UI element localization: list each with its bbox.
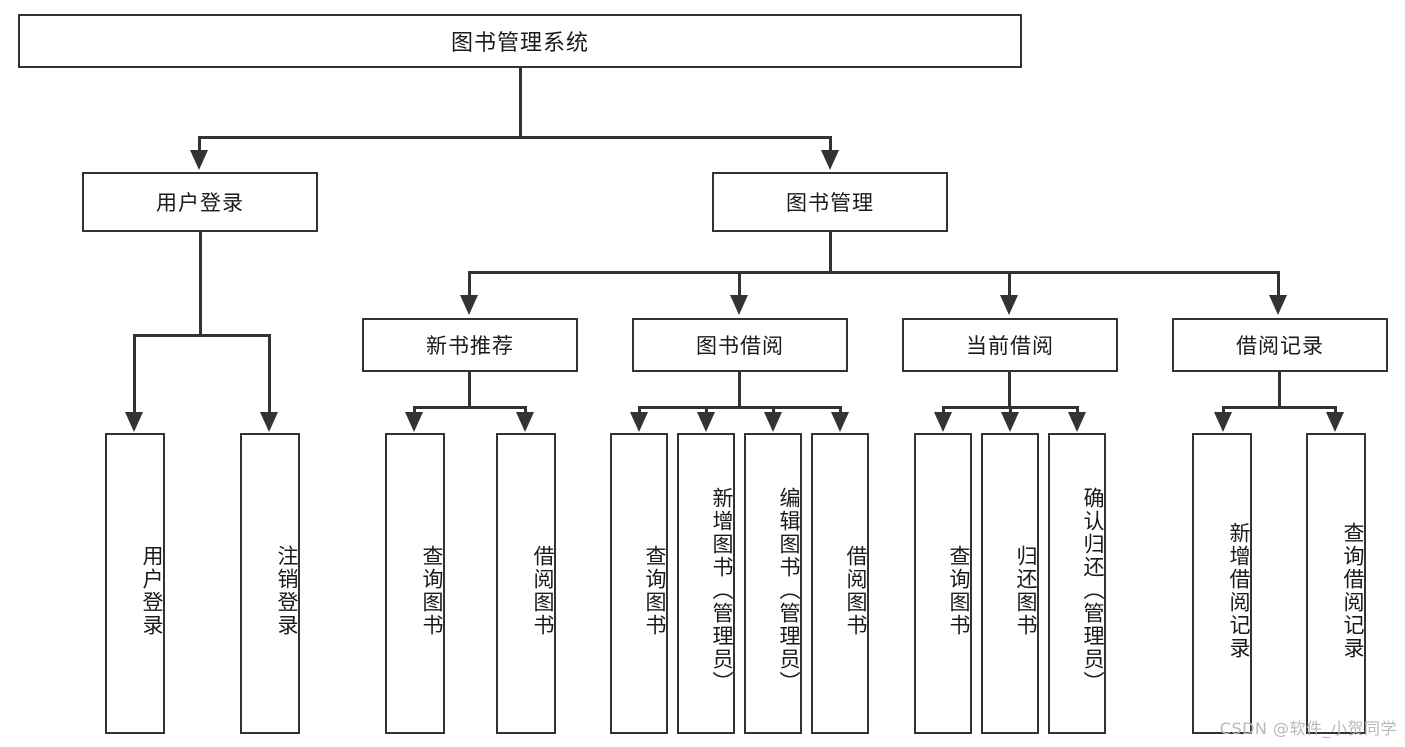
arrow-borrow-record-to-leaf-1 [1214, 412, 1232, 432]
arrow-book-mgmt-to-new-book [460, 295, 478, 315]
edge-book-mgmt-stem [829, 232, 832, 274]
leaf-new-book-query-book[interactable]: 查询图书 [385, 433, 445, 734]
leaf-new-book-borrow-book[interactable]: 借阅图书 [496, 433, 556, 734]
leaf-current-borrow-return-book[interactable]: 归还图书 [981, 433, 1039, 734]
node-book-management[interactable]: 图书管理 [712, 172, 948, 232]
leaf-book-borrow-add-book-admin[interactable]: 新增图书（管理员） [677, 433, 735, 734]
arrow-new-book-to-leaf-2 [516, 412, 534, 432]
arrow-book-borrow-to-leaf-1 [630, 412, 648, 432]
leaf-user-login-logout[interactable]: 注销登录 [240, 433, 300, 734]
node-user-login[interactable]: 用户登录 [82, 172, 318, 232]
arrow-current-borrow-to-leaf-2 [1001, 412, 1019, 432]
edge-user-login-to-leaf-2 [268, 334, 271, 420]
leaf-borrow-record-query-record[interactable]: 查询借阅记录 [1306, 433, 1366, 734]
node-new-book-recommend[interactable]: 新书推荐 [362, 318, 578, 372]
edge-borrow-record-stem [1278, 372, 1281, 408]
arrow-current-borrow-to-leaf-1 [934, 412, 952, 432]
edge-borrow-record-bar [1222, 406, 1337, 409]
node-root-system[interactable]: 图书管理系统 [18, 14, 1022, 68]
edge-current-borrow-stem [1008, 372, 1011, 408]
arrow-book-mgmt-to-book-borrow [730, 295, 748, 315]
edge-new-book-bar [413, 406, 527, 409]
edge-user-login-bar [133, 334, 270, 337]
arrow-new-book-to-leaf-1 [405, 412, 423, 432]
csdn-watermark: CSDN @软件_小贺同学 [1219, 719, 1397, 738]
leaf-borrow-record-add-record[interactable]: 新增借阅记录 [1192, 433, 1252, 734]
arrow-book-borrow-to-leaf-3 [764, 412, 782, 432]
leaf-current-borrow-confirm-return-admin[interactable]: 确认归还（管理员） [1048, 433, 1106, 734]
edge-book-mgmt-to-new-book [468, 271, 471, 303]
node-book-borrow[interactable]: 图书借阅 [632, 318, 848, 372]
arrow-book-borrow-to-leaf-4 [831, 412, 849, 432]
edge-user-login-to-leaf-1 [133, 334, 136, 420]
edge-book-borrow-stem [738, 372, 741, 408]
leaf-user-login-user-login[interactable]: 用户登录 [105, 433, 165, 734]
arrow-user-login-to-leaf-1 [125, 412, 143, 432]
edge-user-login-stem [199, 232, 202, 336]
edge-root-stem [519, 68, 522, 138]
arrow-user-login-to-leaf-2 [260, 412, 278, 432]
arrow-root-to-user-login [190, 150, 208, 170]
edge-root-bar [198, 136, 832, 139]
node-borrow-record[interactable]: 借阅记录 [1172, 318, 1388, 372]
edge-book-mgmt-to-current-borrow [1008, 271, 1011, 303]
edge-root-to-book-mgmt [829, 136, 832, 158]
node-current-borrow[interactable]: 当前借阅 [902, 318, 1118, 372]
arrow-borrow-record-to-leaf-2 [1326, 412, 1344, 432]
arrow-root-to-book-mgmt [821, 150, 839, 170]
arrow-current-borrow-to-leaf-3 [1068, 412, 1086, 432]
edge-book-mgmt-to-borrow-record [1277, 271, 1280, 303]
arrow-book-borrow-to-leaf-2 [697, 412, 715, 432]
leaf-book-borrow-borrow-book[interactable]: 借阅图书 [811, 433, 869, 734]
leaf-book-borrow-edit-book-admin[interactable]: 编辑图书（管理员） [744, 433, 802, 734]
edge-root-to-user-login [198, 136, 201, 158]
leaf-book-borrow-query-book[interactable]: 查询图书 [610, 433, 668, 734]
arrow-book-mgmt-to-current-borrow [1000, 295, 1018, 315]
edge-book-borrow-bar [638, 406, 842, 409]
edge-book-mgmt-bar [468, 271, 1280, 274]
arrow-book-mgmt-to-borrow-record [1269, 295, 1287, 315]
edge-book-mgmt-to-book-borrow [738, 271, 741, 303]
leaf-current-borrow-query-book[interactable]: 查询图书 [914, 433, 972, 734]
edge-new-book-stem [468, 372, 471, 408]
